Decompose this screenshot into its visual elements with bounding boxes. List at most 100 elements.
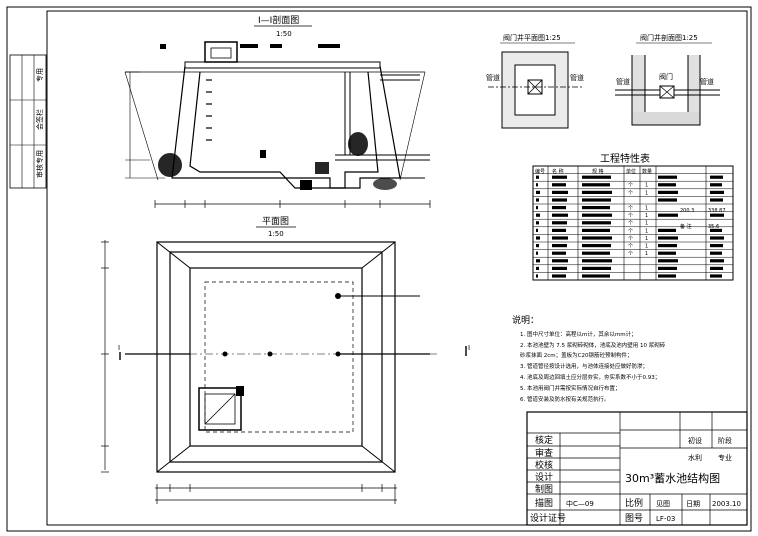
strip-text-3: 审核专用 <box>35 150 44 178</box>
plan-view: 平面图 1:50 I I <box>101 216 470 504</box>
spec-cell-fill <box>710 228 722 232</box>
spec-cell-fill <box>536 266 539 270</box>
spec-unit-cell: 个 <box>628 228 633 234</box>
spec-cell-fill <box>582 190 612 194</box>
spec-cell-fill <box>582 221 611 225</box>
spec-cell-fill <box>536 175 539 179</box>
spec-cell-fill <box>658 266 677 270</box>
spec-cell-fill <box>536 190 540 194</box>
spec-qty-cell: 1 <box>645 251 648 257</box>
valve-section-pipe-left: 管道 <box>616 77 630 86</box>
spec-cell-fill <box>536 213 540 217</box>
spec-unit-cell: 个 <box>628 206 633 212</box>
tb-discipline: 水利 <box>688 453 702 462</box>
spec-cell-fill <box>658 228 676 232</box>
spec-cell-fill <box>552 244 567 248</box>
spec-cell-fill <box>582 244 611 248</box>
cut-mark-left: I <box>118 344 120 352</box>
spec-cell-fill <box>582 266 611 270</box>
spec-qty-cell: 1 <box>645 213 648 219</box>
spec-cell-fill <box>658 259 678 263</box>
spec-cell-fill <box>552 221 567 225</box>
spec-qty-cell: 1 <box>645 236 648 242</box>
spec-unit-cell: 个 <box>628 236 633 242</box>
spec-h-name: 名 称 <box>552 168 564 175</box>
spec-cell-fill <box>552 236 568 240</box>
note-line-2: 2. 本池池壁为 7.5 浆砌砖砌体，池底及池内壁用 10 浆砌砖 <box>520 341 666 349</box>
spec-cell-fill <box>658 251 676 255</box>
tb-check: 校核 <box>535 459 553 471</box>
spec-h-no: 编号 <box>535 168 545 175</box>
spec-cell-fill <box>582 274 610 278</box>
tb-number-value: LF-03 <box>656 515 675 523</box>
note-line-6: 5. 本池用阀门井需按实际情况自行布置； <box>520 384 621 392</box>
spec-cell-fill <box>710 198 723 202</box>
spec-cell-fill <box>582 175 611 179</box>
spec-unit-cell: 个 <box>628 183 633 189</box>
spec-cell-fill <box>552 251 566 255</box>
tb-draft: 制图 <box>535 483 553 495</box>
section-view: I—I剖面图 1:50 <box>124 14 431 208</box>
spec-cell-fill <box>536 206 538 210</box>
spec-cell-fill <box>658 213 678 217</box>
valve-section-title: 阀门井剖面图1:25 <box>640 33 698 42</box>
spec-cell-fill <box>710 274 722 278</box>
spec-cell-fill <box>710 251 722 255</box>
note-line-3: 砂浆抹面 2cm；盖板为C20钢筋砼预制构件； <box>520 351 632 359</box>
spec-qty-cell: 1 <box>645 244 648 250</box>
spec-cell-fill <box>658 183 676 187</box>
spec-unit-cell: 个 <box>628 221 633 227</box>
spec-cell-fill <box>552 206 566 210</box>
spec-qty-cell: 1 <box>645 228 648 234</box>
spec-cell-fill <box>536 244 539 248</box>
title-block: 核定 审查 校核 设计 制图 描图 设计证号 中C—09 初设 阶段 水利 专业… <box>526 411 748 526</box>
spec-cell-fill <box>582 198 611 202</box>
tb-specialty: 专业 <box>718 453 732 462</box>
tb-part: 阶段 <box>718 436 732 445</box>
spec-h-unit: 单位 <box>626 168 636 175</box>
tb-stage: 初设 <box>688 436 702 445</box>
cut-mark-right: I <box>468 344 470 352</box>
tb-design: 设计 <box>535 471 553 483</box>
spec-cell-fill <box>710 190 724 194</box>
spec-cell-fill <box>582 259 612 263</box>
spec-cell-fill <box>710 213 724 217</box>
spec-cell-fill <box>658 274 676 278</box>
outer-border <box>6 6 752 532</box>
spec-cell-a: 200.3 <box>680 208 694 214</box>
tb-scale-label: 比例 <box>625 497 643 509</box>
spec-qty-cell: 1 <box>645 206 648 212</box>
tb-date-value: 2003.10 <box>712 500 741 508</box>
valve-plan-title: 阀门井平面图1:25 <box>503 33 561 42</box>
spec-cell-fill <box>658 198 677 202</box>
spec-qty-cell: 1 <box>645 221 648 227</box>
spec-unit-cell: 个 <box>628 190 633 196</box>
spec-cell-fill <box>552 259 568 263</box>
spec-cell-fill <box>710 244 723 248</box>
spec-cell-fill <box>710 175 723 179</box>
spec-cell-fill <box>552 198 567 202</box>
spec-h-spec: 规 格 <box>592 168 604 175</box>
spec-table-title: 工程特性表 <box>600 152 650 165</box>
spec-cell-fill <box>536 228 538 232</box>
tb-number-label: 图号 <box>625 513 643 524</box>
spec-cell-fill <box>710 183 722 187</box>
spec-h-qty: 数量 <box>642 168 652 175</box>
tb-drawing: 描图 <box>535 497 553 509</box>
plan-scale: 1:50 <box>268 230 284 238</box>
spec-cell-fill <box>582 206 610 210</box>
spec-cell-fill <box>552 175 567 179</box>
spec-cell-fill <box>552 183 566 187</box>
spec-cell-fill <box>710 236 724 240</box>
spec-cell-fill <box>658 175 677 179</box>
spec-cell-d: 35.6 <box>708 224 719 230</box>
note-line-4: 3. 管道管径按设计选用，与池体连接处应做好防渗； <box>520 362 648 370</box>
section-scale: 1:50 <box>276 30 292 38</box>
spec-qty-cell: 1 <box>645 183 648 189</box>
spec-cell-fill <box>552 228 566 232</box>
section-title: I—I剖面图 <box>258 14 299 26</box>
spec-cell-fill <box>658 236 678 240</box>
